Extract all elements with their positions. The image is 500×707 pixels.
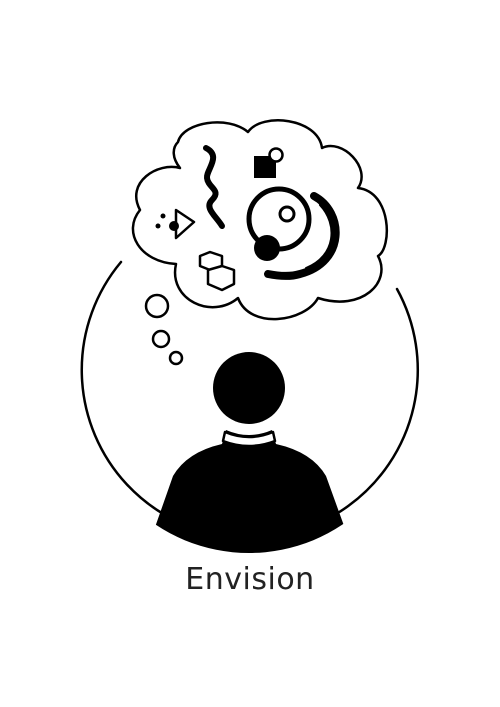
squiggle-shape (203, 145, 225, 229)
thought-bubble-small (168, 350, 184, 366)
person-head (213, 352, 285, 424)
thought-bubble-large (144, 293, 170, 319)
person-collar (221, 430, 277, 448)
brush-stroke-texture (305, 204, 333, 269)
person-icon (140, 352, 360, 553)
brush-stroke (264, 192, 340, 280)
small-dot-1 (160, 213, 166, 219)
hexagon-shape-2 (206, 264, 236, 292)
thought-bubble-medium (151, 329, 171, 349)
triangle-dot (169, 221, 179, 231)
caption-label: Envision (185, 562, 315, 597)
person-body (140, 430, 360, 553)
small-circle-shape (268, 147, 284, 163)
dot-shape (254, 235, 280, 261)
small-dot-2 (155, 223, 161, 229)
pupil-shape (278, 205, 296, 223)
square-shape (254, 156, 276, 178)
